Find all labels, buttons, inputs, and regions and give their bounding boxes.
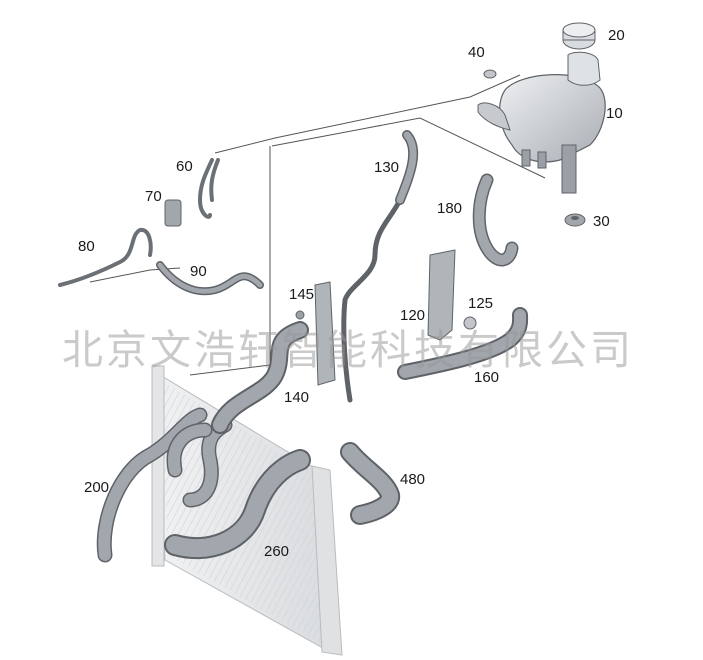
tank-cap-20 [562, 22, 596, 50]
pipe-60 [198, 158, 214, 219]
label-part-180: 180 [437, 200, 463, 217]
label-part-70: 70 [145, 188, 162, 205]
hose-group [58, 130, 529, 563]
label-part-480: 480 [400, 471, 426, 488]
cap-40 [483, 69, 497, 79]
label-part-145: 145 [289, 286, 315, 303]
label-part-130: 130 [374, 159, 400, 176]
label-part-140: 140 [284, 389, 310, 406]
label-part-40: 40 [468, 44, 485, 61]
label-part-160: 160 [474, 369, 500, 386]
bracket-120 [427, 249, 456, 341]
valve-70 [164, 199, 182, 227]
label-part-60: 60 [176, 158, 193, 175]
expansion-tank-10 [477, 51, 606, 194]
grommet-30 [564, 213, 586, 227]
label-part-120: 120 [400, 307, 426, 324]
label-part-125: 125 [468, 295, 494, 312]
label-part-80: 80 [78, 238, 95, 255]
leader-lines [89, 74, 546, 376]
cap-125 [463, 316, 477, 330]
pipe-80 [58, 227, 153, 287]
label-part-30: 30 [593, 213, 610, 230]
watermark-text: 北京文浩轩智能科技有限公司 [62, 326, 634, 374]
label-part-20: 20 [608, 27, 625, 44]
label-part-10: 10 [606, 105, 623, 122]
label-part-260: 260 [264, 543, 290, 560]
label-part-90: 90 [190, 263, 207, 280]
label-part-200: 200 [84, 479, 110, 496]
bracket-140 [314, 281, 336, 386]
clip-145 [295, 310, 305, 320]
